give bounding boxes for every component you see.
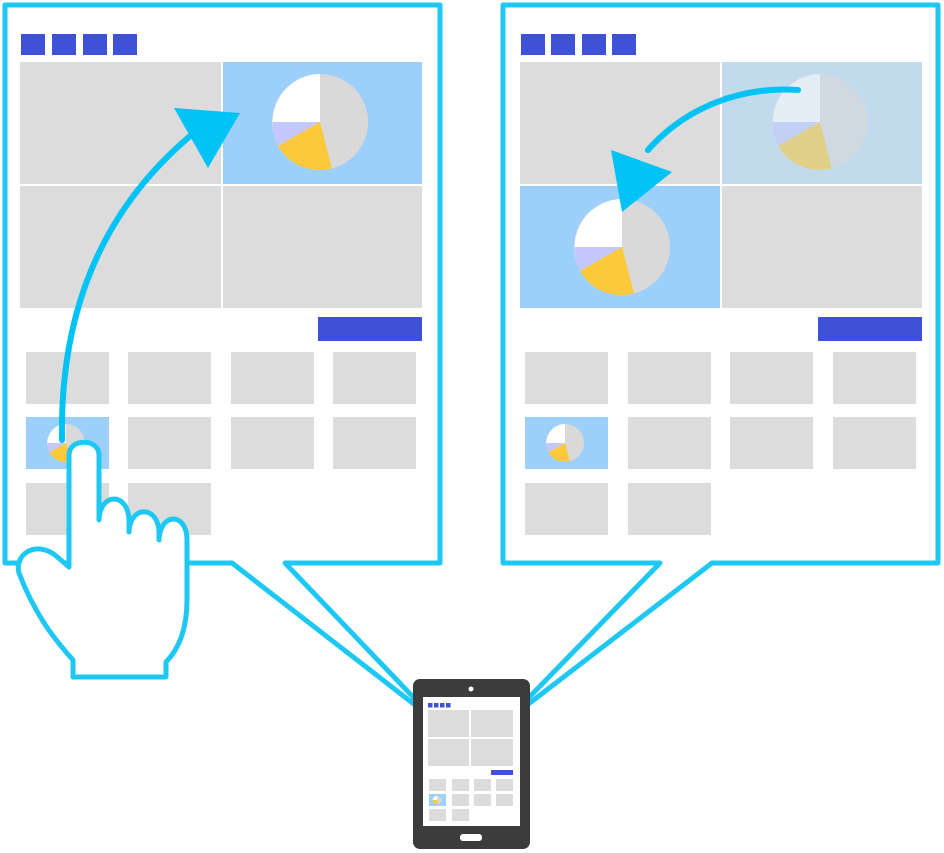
- square-icon: [446, 703, 451, 708]
- right-callout-panel: [500, 2, 941, 725]
- primary-action-button[interactable]: [318, 317, 422, 341]
- tablet-home-button[interactable]: [460, 834, 482, 841]
- thumbnail[interactable]: [333, 417, 416, 469]
- pie-chart-icon: [772, 74, 868, 171]
- tablet-icon: [413, 679, 530, 849]
- square-icon[interactable]: [83, 34, 107, 55]
- curved-arrow-icon: [611, 86, 801, 212]
- thumbnail[interactable]: [628, 417, 711, 469]
- thumbnail[interactable]: [231, 417, 314, 469]
- tablet-dashboard-grid: [428, 710, 513, 766]
- thumbnail[interactable]: [730, 417, 813, 469]
- tablet-thumbnail-grid: [429, 779, 513, 821]
- dashboard-tile[interactable]: [223, 186, 422, 308]
- right-dashboard-grid: [520, 62, 922, 308]
- thumbnail[interactable]: [833, 352, 916, 404]
- square-icon[interactable]: [21, 34, 45, 55]
- square-icon: [440, 703, 445, 708]
- thumbnail[interactable]: [525, 352, 608, 404]
- square-icon[interactable]: [551, 34, 575, 55]
- thumbnail[interactable]: [128, 417, 211, 469]
- left-toolbar: [21, 34, 137, 55]
- pie-chart-icon: [432, 795, 442, 805]
- dashboard-tile[interactable]: [722, 186, 922, 308]
- tablet-toolbar: [428, 703, 451, 708]
- thumbnail[interactable]: [628, 352, 711, 404]
- square-icon: [434, 703, 439, 708]
- dashboard-tile[interactable]: [20, 186, 221, 308]
- pie-chart-icon: [574, 199, 670, 296]
- square-icon[interactable]: [113, 34, 137, 55]
- pointing-hand-icon: [15, 439, 190, 680]
- thumbnail[interactable]: [628, 483, 711, 535]
- square-icon[interactable]: [612, 34, 636, 55]
- curved-arrow-icon: [58, 108, 240, 443]
- square-icon[interactable]: [582, 34, 606, 55]
- pie-chart-icon: [272, 74, 368, 171]
- thumbnail[interactable]: [128, 352, 211, 404]
- square-icon[interactable]: [521, 34, 545, 55]
- tablet-camera: [468, 686, 474, 692]
- square-icon: [428, 703, 433, 708]
- thumbnail[interactable]: [333, 352, 416, 404]
- thumbnail[interactable]: [833, 417, 916, 469]
- thumbnail[interactable]: [525, 483, 608, 535]
- thumbnail[interactable]: [730, 352, 813, 404]
- right-callout-outline: [500, 2, 941, 725]
- left-dashboard-grid: [20, 62, 422, 308]
- right-toolbar: [521, 34, 636, 55]
- square-icon[interactable]: [52, 34, 76, 55]
- primary-action-button[interactable]: [818, 317, 922, 341]
- pie-chart-icon: [546, 424, 584, 463]
- thumbnail[interactable]: [231, 352, 314, 404]
- tablet-action-button: [491, 770, 513, 775]
- right-thumbnail-grid: [525, 352, 916, 535]
